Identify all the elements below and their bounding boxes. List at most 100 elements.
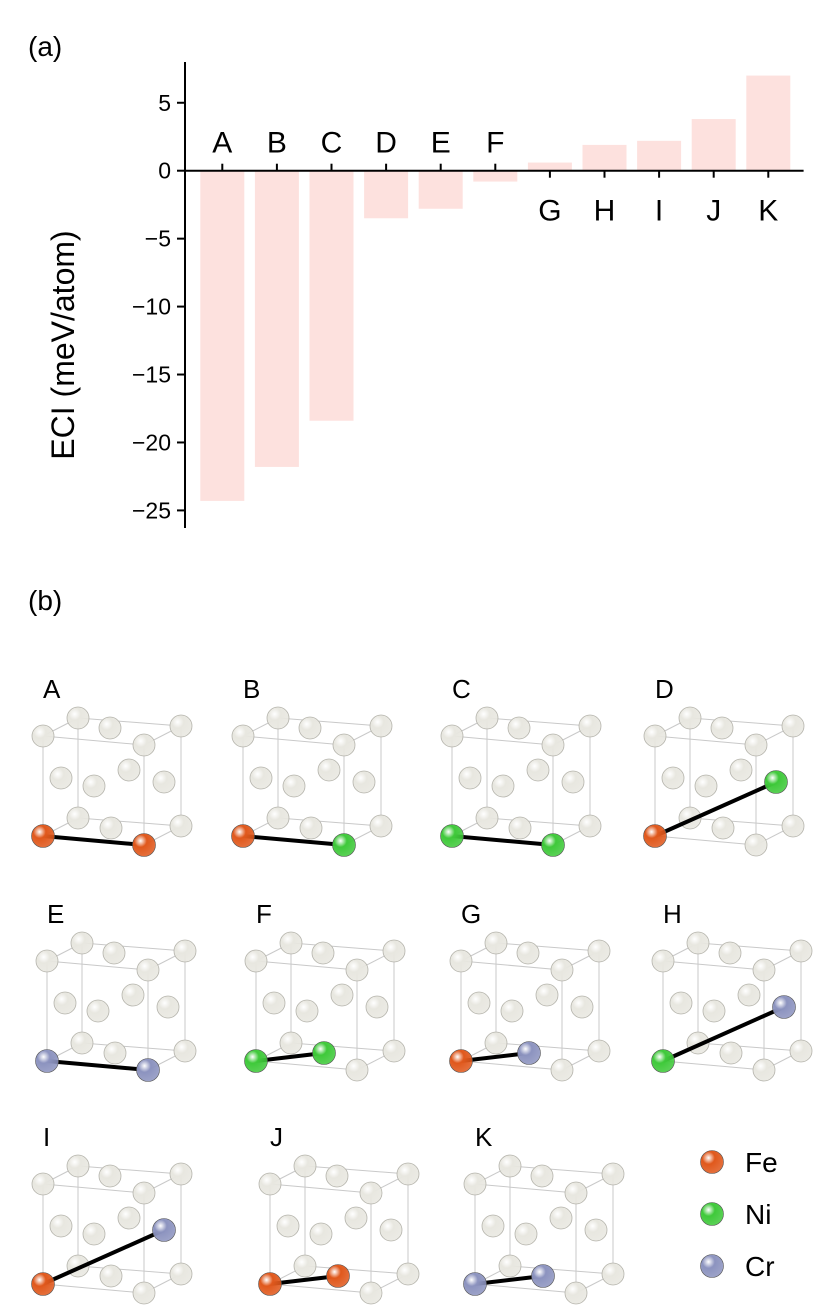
host-atom bbox=[359, 1281, 383, 1305]
host-atom bbox=[669, 991, 693, 1015]
cube-edge bbox=[77, 817, 182, 827]
y-axis-label: ECI (meV/atom) bbox=[45, 230, 81, 459]
x-tick-label-J: J bbox=[706, 195, 721, 228]
host-atom bbox=[82, 1222, 106, 1246]
cube-edge bbox=[662, 1060, 765, 1071]
host-atom bbox=[789, 1039, 813, 1063]
host-atom bbox=[719, 1041, 743, 1065]
host-atom bbox=[266, 806, 290, 830]
host-atom bbox=[484, 931, 508, 955]
atom-Ni bbox=[541, 833, 565, 857]
atom-Cr bbox=[772, 995, 796, 1019]
host-atom bbox=[49, 1214, 73, 1238]
atom-Ni bbox=[651, 1049, 675, 1073]
cube-edge bbox=[486, 717, 591, 727]
atom-Cr bbox=[35, 1049, 59, 1073]
host-atom bbox=[66, 706, 90, 730]
host-atom bbox=[564, 1181, 588, 1205]
cube-edge bbox=[697, 942, 802, 952]
host-atom bbox=[365, 995, 389, 1019]
host-atom bbox=[258, 1172, 282, 1196]
structure-label-I: I bbox=[43, 1122, 50, 1152]
legend-swatch-Fe bbox=[700, 1150, 724, 1174]
host-atom bbox=[325, 1164, 349, 1188]
host-atom bbox=[369, 814, 393, 838]
panel-label-b: (b) bbox=[28, 585, 62, 616]
host-atom bbox=[530, 1164, 554, 1188]
pair-bond bbox=[42, 834, 145, 847]
cube-edge bbox=[509, 1165, 614, 1175]
host-atom bbox=[382, 1039, 406, 1063]
structure-C: C bbox=[440, 674, 602, 857]
host-atom bbox=[484, 1031, 508, 1055]
host-atom bbox=[498, 1154, 522, 1178]
host-atom bbox=[382, 939, 406, 963]
host-atom bbox=[601, 1162, 625, 1186]
host-atom bbox=[752, 958, 776, 982]
host-atom bbox=[369, 714, 393, 738]
structure-label-G: G bbox=[461, 899, 481, 929]
host-atom bbox=[601, 1262, 625, 1286]
host-atom bbox=[262, 991, 286, 1015]
cube-edge bbox=[81, 942, 186, 952]
y-tick-label: 5 bbox=[158, 90, 171, 116]
host-atom bbox=[526, 758, 550, 782]
atom-Cr bbox=[152, 1218, 176, 1242]
cube-edge bbox=[255, 960, 358, 971]
legend-swatch-Cr bbox=[700, 1254, 724, 1278]
bar-J bbox=[691, 119, 736, 171]
cube-edge bbox=[486, 817, 591, 827]
cube-edge bbox=[460, 960, 563, 971]
host-atom bbox=[508, 816, 532, 840]
legend-swatch-Ni bbox=[700, 1202, 724, 1226]
structure-E: E bbox=[35, 899, 197, 1082]
host-atom bbox=[744, 833, 768, 857]
host-atom bbox=[561, 770, 585, 794]
atom-Ni bbox=[440, 824, 464, 848]
cube-edge bbox=[277, 717, 382, 727]
structure-K: K bbox=[463, 1122, 625, 1305]
host-atom bbox=[311, 941, 335, 965]
host-atom bbox=[564, 1281, 588, 1305]
cube-edge bbox=[42, 735, 145, 746]
host-atom bbox=[279, 931, 303, 955]
host-atom bbox=[686, 931, 710, 955]
host-atom bbox=[359, 1181, 383, 1205]
structure-I: I bbox=[31, 1122, 193, 1305]
host-atom bbox=[661, 766, 685, 790]
host-atom bbox=[587, 939, 611, 963]
host-atom bbox=[711, 816, 735, 840]
cube-edge bbox=[242, 735, 345, 746]
x-tick-label-H: H bbox=[594, 195, 616, 228]
host-atom bbox=[549, 1206, 573, 1230]
host-atom bbox=[53, 991, 77, 1015]
x-tick-label-F: F bbox=[486, 127, 504, 160]
host-atom bbox=[678, 706, 702, 730]
structure-D: D bbox=[643, 674, 805, 857]
atom-Cr bbox=[463, 1272, 487, 1296]
bar-I bbox=[637, 140, 682, 171]
host-atom bbox=[498, 1254, 522, 1278]
host-atom bbox=[651, 949, 675, 973]
host-atom bbox=[279, 1031, 303, 1055]
x-tick-label-K: K bbox=[758, 195, 778, 228]
structure-A: A bbox=[31, 674, 193, 857]
structure-label-E: E bbox=[47, 899, 64, 929]
host-atom bbox=[117, 758, 141, 782]
host-atom bbox=[702, 999, 726, 1023]
host-atom bbox=[570, 995, 594, 1019]
host-atom bbox=[352, 770, 376, 794]
host-atom bbox=[396, 1262, 420, 1286]
host-atom bbox=[475, 706, 499, 730]
host-atom bbox=[169, 714, 193, 738]
host-atom bbox=[98, 716, 122, 740]
atom-Fe bbox=[132, 833, 156, 857]
host-atom bbox=[98, 1164, 122, 1188]
host-atom bbox=[541, 733, 565, 757]
structure-G: G bbox=[449, 899, 611, 1082]
host-atom bbox=[169, 814, 193, 838]
host-atom bbox=[309, 1222, 333, 1246]
structure-H: H bbox=[651, 899, 813, 1082]
